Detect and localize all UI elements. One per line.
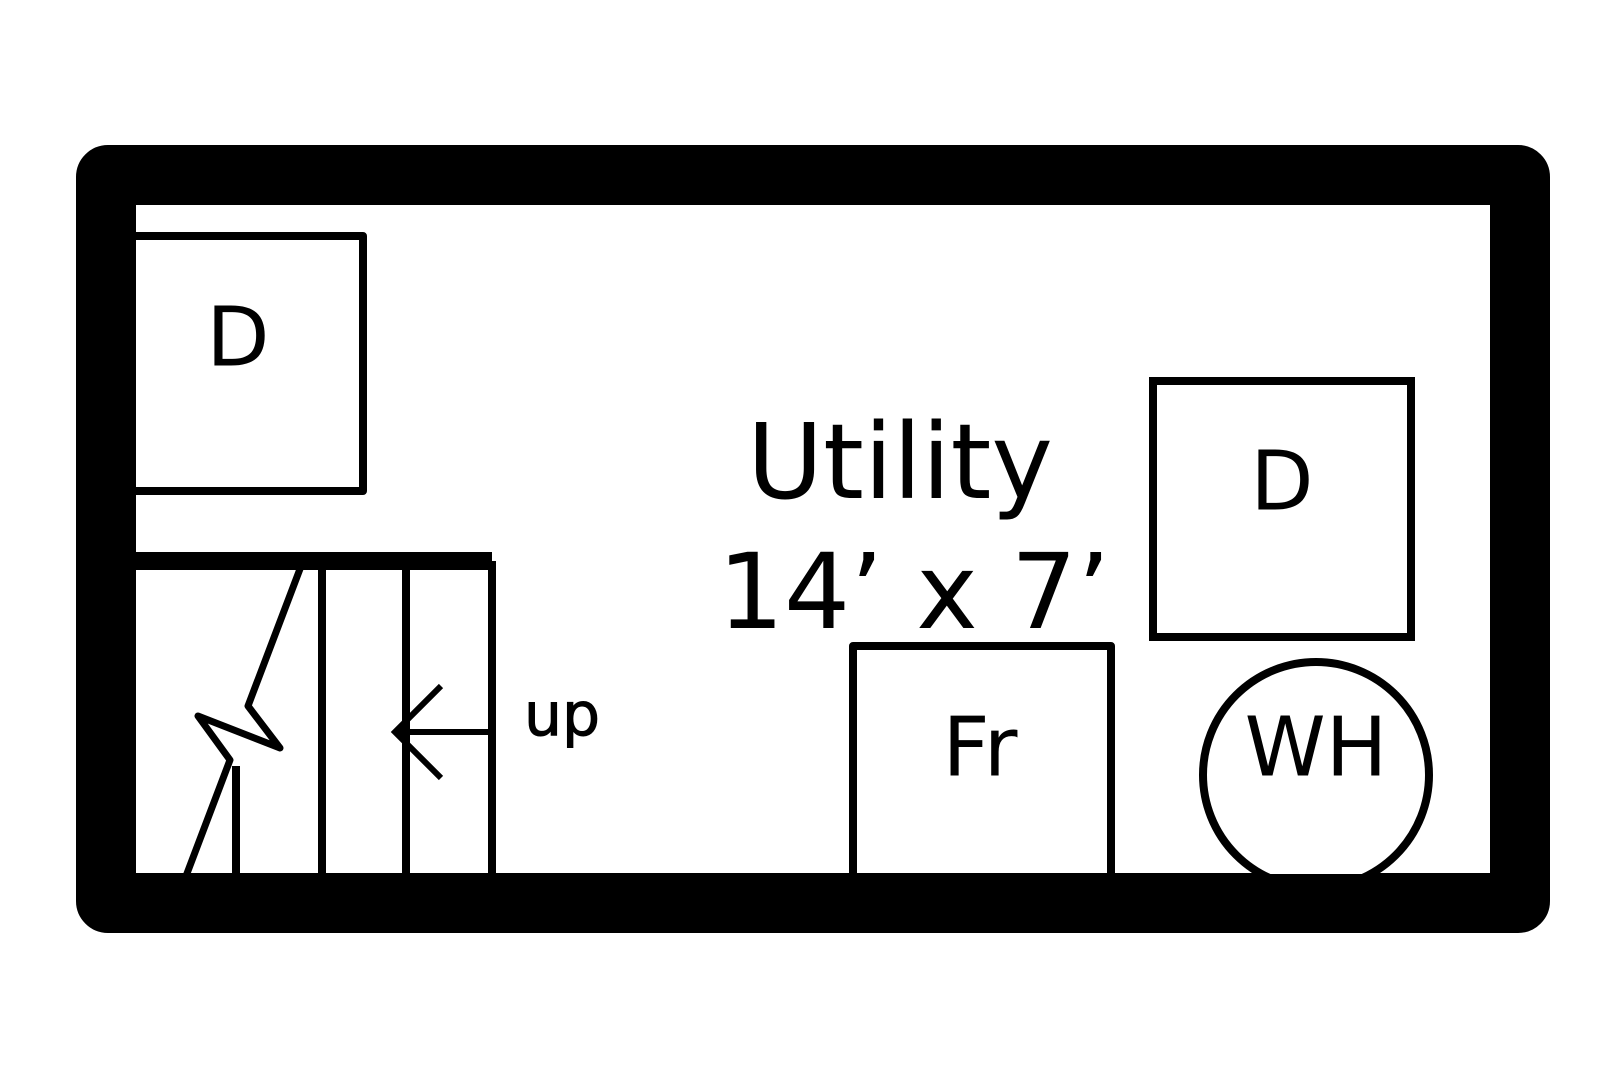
dryer-left-label: D: [206, 291, 269, 386]
stair-direction-label: up: [524, 680, 600, 750]
staircase: up: [134, 552, 601, 886]
room-dimensions: 14’ x 7’: [718, 531, 1110, 653]
dryer-right-label: D: [1250, 435, 1313, 530]
stair-arrow-head: [390, 683, 444, 781]
fridge-label: Fr: [943, 701, 1018, 796]
dryer-right: D: [1149, 377, 1415, 641]
water-heater-label: WH: [1245, 701, 1388, 796]
room-label: Utility 14’ x 7’: [718, 401, 1110, 653]
dryer-left: D: [134, 232, 367, 495]
stair-break-line: [179, 559, 307, 886]
room-name: Utility: [747, 401, 1053, 523]
water-heater: WH: [1199, 658, 1433, 892]
fridge: Fr: [849, 642, 1115, 876]
outer-walls: [76, 145, 1550, 933]
